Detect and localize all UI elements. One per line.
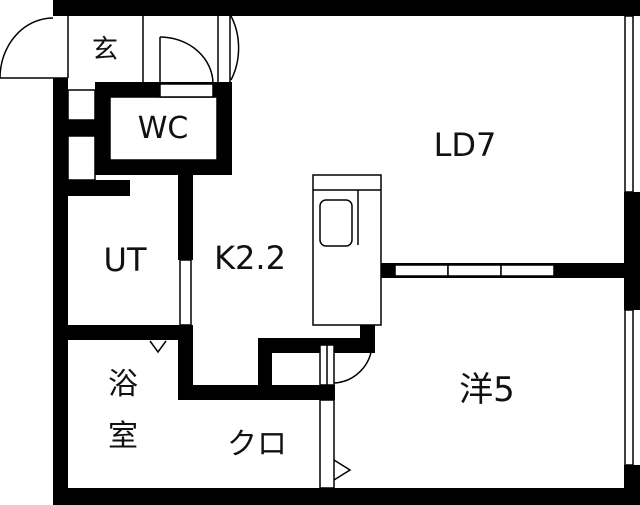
kitchen-counter: [312, 174, 382, 326]
right-wall-bottom: [624, 465, 640, 505]
wc-door-frame: [159, 83, 214, 98]
wc-door-swing[interactable]: [159, 36, 214, 85]
room-label-entrance: 玄: [91, 35, 119, 65]
room-label-closet: クロ: [227, 427, 287, 462]
window-lower: [624, 309, 634, 466]
kitchen-left-wall-upper: [178, 172, 193, 260]
hall-wall: [258, 338, 375, 353]
storage-door-swing[interactable]: [230, 15, 240, 81]
bottom-wall: [53, 488, 640, 505]
room-label-western: 洋5: [459, 370, 515, 410]
entrance-door-swing[interactable]: [0, 17, 54, 79]
closet-top-wall: [178, 385, 335, 400]
closet-door[interactable]: [319, 399, 335, 489]
storage-cabinet: [67, 135, 96, 181]
top-wall: [53, 0, 640, 16]
kitchen-left-wall-lower: [178, 325, 193, 400]
room-label-wc: WC: [137, 111, 189, 146]
window-upper: [624, 15, 634, 193]
utility-sliding-door[interactable]: [179, 259, 192, 326]
wc-room: [109, 96, 218, 161]
hall-stub-wall: [258, 338, 272, 388]
shoe-cabinet: [67, 89, 96, 121]
left-wall: [53, 78, 68, 505]
room-label-bath-2: 室: [108, 419, 138, 454]
kitchen-sink: [319, 199, 353, 247]
room-label-bath-1: 浴: [108, 367, 138, 402]
room-label-ld: LD7: [433, 126, 497, 164]
bath-door-marker: [149, 340, 167, 354]
sliding-door-1[interactable]: [394, 264, 449, 277]
closet-door-marker: [333, 459, 352, 481]
cabinet-divider: [68, 120, 98, 136]
utility-top-wall: [68, 180, 130, 196]
sliding-door-2[interactable]: [447, 264, 502, 277]
right-wall-mid: [624, 192, 640, 310]
room-label-kitchen: K2.2: [214, 239, 286, 277]
western-room-door-swing[interactable]: [333, 344, 373, 384]
sliding-door-3[interactable]: [500, 264, 555, 277]
room-label-ut: UT: [103, 241, 147, 279]
bath-top-wall: [68, 325, 178, 340]
